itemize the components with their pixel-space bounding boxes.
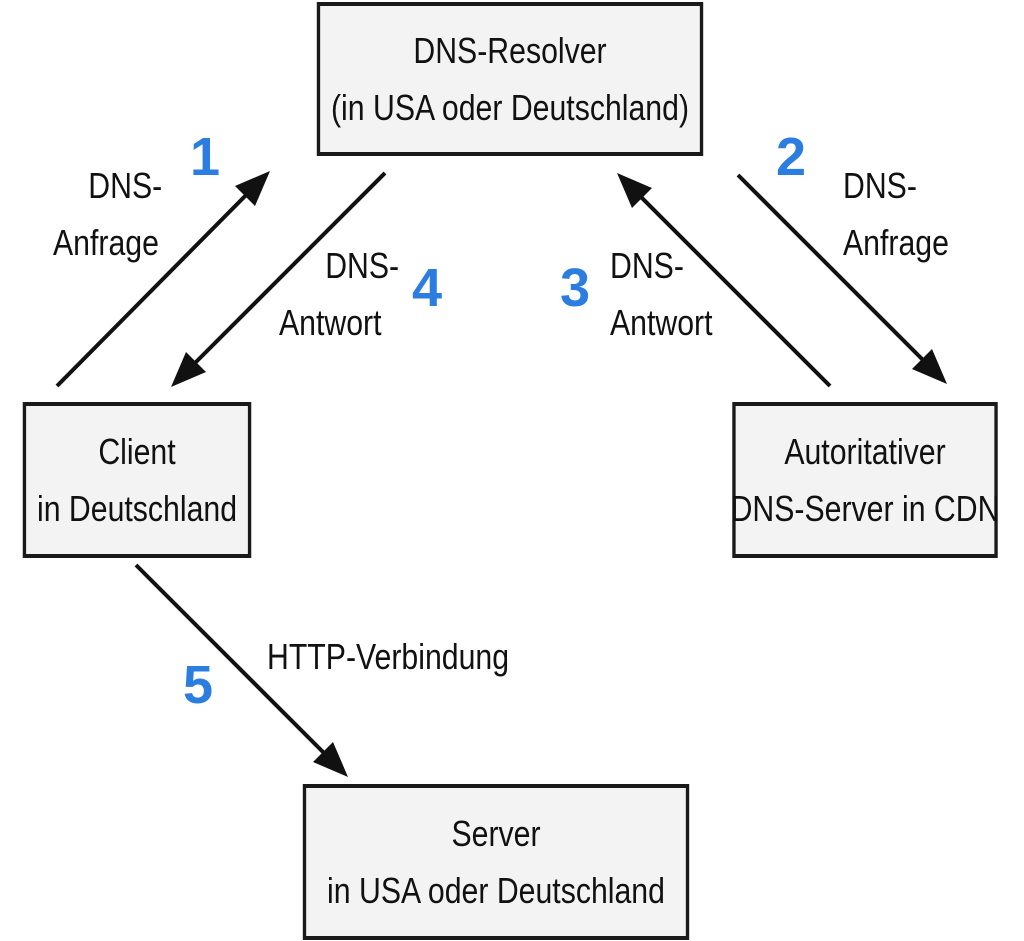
arrow-step-4 [184,171,387,374]
step-3-label: DNS- Antwort [610,237,713,351]
web-server-box: Server in USA oder Deutschland [302,784,690,940]
step-4-label-line-2: Antwort [279,302,382,343]
client-location: in Deutschland [36,488,238,529]
client-box: Client in Deutschland [22,402,252,558]
step-4-number: 4 [412,258,443,318]
dns-resolver-box: DNS-Resolver (in USA oder Deutschland) [316,2,704,156]
arrowhead-step-2 [912,349,947,384]
arrowhead-step-3 [617,173,652,208]
authoritative-dns-title: Autoritativer [784,431,946,472]
step-2-number: 2 [776,127,807,187]
authoritative-dns-detail: DNS-Server in CDN [730,488,1000,529]
dns-resolver-location: (in USA oder Deutschland) [330,87,690,128]
step-1-label: DNS- Anfrage [53,157,162,271]
step-1-number: 1 [190,127,221,187]
step-5-label: HTTP-Verbindung [267,628,509,685]
step-1-label-line-1: DNS- [88,165,163,206]
step-3-number: 3 [560,258,591,318]
arrow-step-3 [630,186,832,388]
dns-resolver-title: DNS-Resolver [413,30,607,71]
web-server-location: in USA oder Deutschland [327,870,665,911]
arrow-step-5 [134,563,335,764]
step-4-label: DNS- Antwort [279,237,399,351]
step-2-label-line-1: DNS- [843,165,917,206]
web-server-title: Server [451,813,541,854]
step-3-label-line-2: Antwort [610,302,713,343]
arrowhead-step-4 [171,352,206,387]
step-2-label: DNS- Anfrage [843,157,949,271]
step-5-label-line-1: HTTP-Verbindung [267,636,510,677]
arrowhead-step-5 [313,742,348,777]
client-title: Client [98,431,176,472]
authoritative-dns-box: Autoritativer DNS-Server in CDN [730,402,1000,558]
step-3-label-line-1: DNS- [610,245,684,286]
step-4-label-line-1: DNS- [325,245,400,286]
step-5-number: 5 [183,655,214,715]
arrowhead-step-1 [235,171,270,206]
step-1-label-line-2: Anfrage [53,222,159,263]
arrow-step-2 [736,173,934,371]
arrow-step-1 [55,184,257,388]
step-2-label-line-2: Anfrage [843,222,949,263]
